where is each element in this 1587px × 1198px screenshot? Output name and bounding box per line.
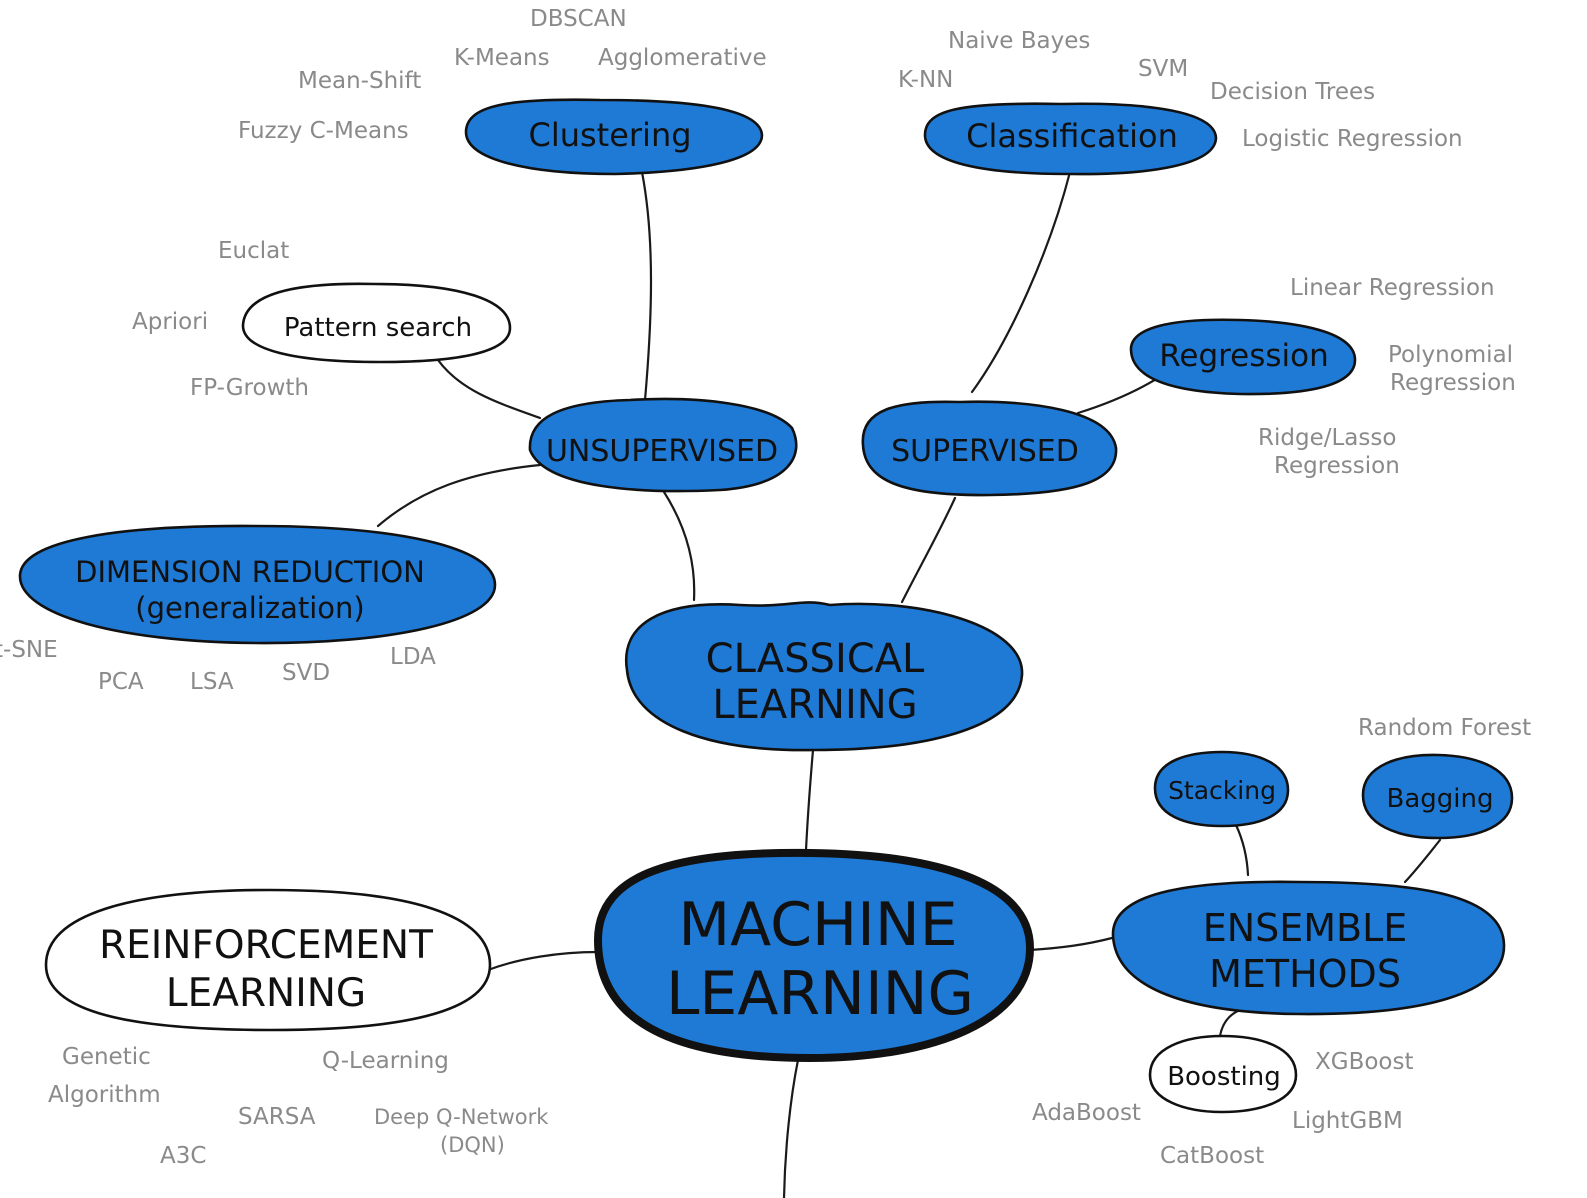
reinforcement-learning-label-line-2: LEARNING: [166, 971, 366, 1016]
leaf-genetic-line-1: Genetic: [62, 1044, 151, 1070]
regression-label: Regression: [1159, 338, 1329, 374]
leaf-lda: LDA: [390, 644, 436, 670]
edge-supervised-regression: [1076, 376, 1160, 415]
leaf-ridge-lasso-line-2: Regression: [1274, 453, 1400, 479]
dimension-reduction-label-line-2: (generalization): [135, 591, 364, 625]
leaf-agglomerative: Agglomerative: [598, 45, 767, 71]
edge-ml-ensemble: [1028, 936, 1114, 952]
pattern-search-label: Pattern search: [284, 313, 472, 343]
edge-ensemble-stacking: [1234, 823, 1250, 877]
edge-unsupervised-clustering: [640, 170, 653, 402]
bagging-label: Bagging: [1387, 784, 1494, 814]
edge-ml-reinforcement: [486, 950, 600, 972]
leaf-naive-bayes: Naive Bayes: [948, 28, 1090, 54]
edge-unsupervised-pattern: [436, 358, 542, 420]
dimension-reduction-node-shape: [18, 524, 497, 645]
unsupervised-label: UNSUPERVISED: [546, 434, 778, 469]
leaf-fuzzy-c-means: Fuzzy C-Means: [238, 118, 409, 144]
leaf-xgboost: XGBoost: [1315, 1049, 1414, 1075]
leaf-fp-growth: FP-Growth: [190, 375, 309, 401]
unsupervised-node-shape: [528, 397, 798, 493]
leaf-pca: PCA: [98, 669, 144, 695]
leaf-apriori: Apriori: [132, 309, 208, 335]
edge-supervised-classification: [970, 170, 1072, 394]
leaf-lsa: LSA: [190, 669, 234, 695]
leaf-genetic-line-2: Algorithm: [48, 1082, 161, 1108]
leaf-decision-trees: Decision Trees: [1210, 79, 1375, 105]
supervised-label: SUPERVISED: [891, 434, 1079, 469]
clustering-node-shape: [464, 98, 764, 176]
bagging-node-shape: [1361, 753, 1514, 840]
classification-node-shape: [923, 102, 1218, 176]
leaf-a3c: A3C: [160, 1143, 206, 1169]
leaf-lightgbm: LightGBM: [1292, 1108, 1403, 1134]
pattern-search-node-shape: [241, 282, 512, 364]
ensemble-methods-node-shape: [1111, 880, 1506, 1016]
leaf-polynomial-line-2: Regression: [1390, 370, 1516, 396]
leaf-ridge-lasso-line-1: Ridge/Lasso: [1258, 425, 1396, 451]
leaf-logistic-regression: Logistic Regression: [1242, 126, 1463, 152]
edge-classical-unsupervised: [662, 490, 696, 602]
dimension-reduction-label-line-1: DIMENSION REDUCTION: [75, 555, 425, 589]
leaf-sarsa: SARSA: [238, 1104, 316, 1130]
leaf-catboost: CatBoost: [1160, 1143, 1264, 1169]
leaf-dbscan: DBSCAN: [530, 6, 627, 32]
leaf-k-nn: K-NN: [898, 67, 953, 93]
leaf-t-sne: t-SNE: [0, 637, 58, 663]
edges: [376, 170, 1442, 1198]
classification-label: Classification: [966, 117, 1178, 155]
leaf-dqn-line-2: (DQN): [440, 1133, 505, 1157]
machine-learning-label-line-2: LEARNING: [666, 959, 974, 1029]
supervised-node-shape: [861, 400, 1118, 497]
reinforcement-learning-node-shape: [44, 888, 492, 1032]
machine-learning-label-line-1: MACHINE: [678, 890, 957, 960]
regression-node-shape: [1129, 318, 1357, 396]
clustering-label: Clustering: [528, 116, 691, 154]
stacking-node-shape: [1153, 750, 1290, 828]
edge-ensemble-boosting: [1218, 1008, 1242, 1038]
leaf-linear-regression: Linear Regression: [1290, 275, 1495, 301]
ensemble-methods-label-line-1: ENSEMBLE: [1203, 906, 1408, 950]
classical-learning-label-line-1: CLASSICAL: [706, 636, 925, 682]
leaf-mean-shift: Mean-Shift: [298, 68, 421, 94]
leaf-euclat: Euclat: [218, 238, 289, 264]
edge-unsupervised-dimension: [376, 463, 542, 528]
edge-ml-classical: [804, 748, 815, 852]
leaf-adaboost: AdaBoost: [1032, 1100, 1141, 1126]
node-labels: MACHINE LEARNING CLASSICAL LEARNING UNSU…: [75, 116, 1493, 1092]
leaf-dqn-line-1: Deep Q-Network: [374, 1105, 549, 1129]
ensemble-methods-label-line-2: METHODS: [1209, 952, 1401, 996]
edge-ensemble-bagging: [1403, 838, 1442, 884]
stacking-label: Stacking: [1168, 776, 1276, 805]
boosting-label: Boosting: [1167, 1062, 1281, 1092]
node-shapes: [18, 98, 1514, 1114]
edge-ml-bottom: [782, 1058, 800, 1198]
reinforcement-learning-label-line-1: REINFORCEMENT: [99, 923, 433, 968]
leaf-svd: SVD: [282, 660, 330, 686]
boosting-node-shape: [1148, 1034, 1298, 1114]
leaf-q-learning: Q-Learning: [322, 1048, 449, 1074]
edge-classical-supervised: [900, 496, 957, 604]
leaf-polynomial-line-1: Polynomial: [1388, 342, 1513, 368]
leaf-random-forest: Random Forest: [1358, 715, 1531, 741]
leaf-k-means: K-Means: [454, 45, 550, 71]
leaf-labels: DBSCAN K-Means Agglomerative Mean-Shift …: [0, 6, 1531, 1169]
machine-learning-node-shape: [593, 848, 1035, 1063]
classical-learning-label-line-2: LEARNING: [712, 682, 917, 728]
leaf-svm: SVM: [1138, 56, 1188, 82]
classical-learning-node-shape: [624, 601, 1024, 752]
